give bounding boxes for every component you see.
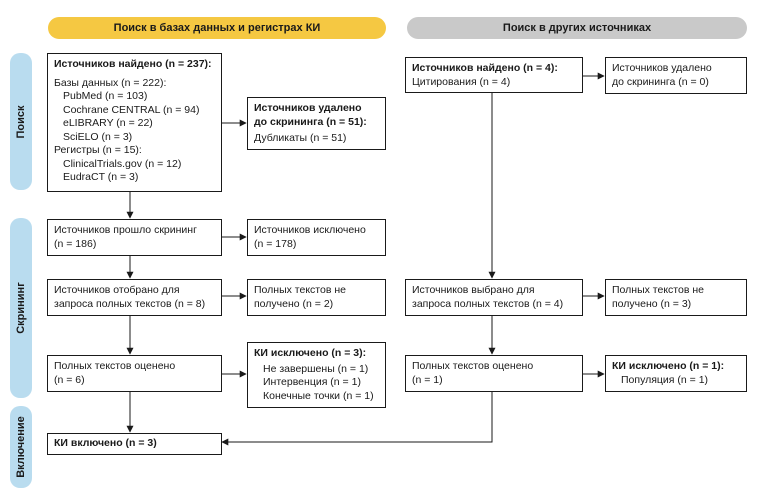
other-not-retrieved-line1: Полных текстов не [612, 284, 704, 296]
screened-line1: Источников прошло скрининг [54, 224, 197, 236]
other-search-header: Поиск в других источниках [407, 17, 747, 39]
registry-item: ClinicalTrials.gov (n = 12) [63, 157, 182, 170]
sought-line2: запроса полных текстов (n = 8) [54, 297, 206, 310]
trials-excluded-box: КИ исключено (n = 3): Не завершены (n = … [247, 342, 386, 408]
other-excluded-box: КИ исключено (n = 1): Популяция (n = 1) [605, 355, 747, 392]
duplicates-item: Дубликаты (n = 51) [254, 132, 347, 144]
db-item: Cochrane CENTRAL (n = 94) [63, 103, 200, 116]
assessed-box: Полных текстов оценено (n = 6) [47, 355, 222, 392]
other-sought-line1: Источников выбрано для [412, 284, 535, 296]
db-removed-box: Источников удалено до скрининга (n = 51)… [247, 97, 386, 150]
other-removed-line1: Источников удалено [612, 62, 712, 74]
db-item: SciELO (n = 3) [63, 130, 133, 143]
trials-excluded-title: КИ исключено (n = 3): [254, 347, 367, 359]
db-found-title: Источников найдено (n = 237): [54, 58, 212, 70]
screened-box: Источников прошло скрининг (n = 186) [47, 219, 222, 256]
db-search-header: Поиск в базах данных и регистрах КИ [48, 17, 386, 39]
other-sought-line2: запроса полных текстов (n = 4) [412, 297, 564, 310]
arrow-other-assessed-to-included [221, 392, 493, 446]
other-assessed-line2: (n = 1) [412, 373, 443, 386]
db-item: eLIBRARY (n = 22) [63, 117, 153, 129]
sought-box: Источников отобрано для запроса полных т… [47, 279, 222, 316]
assessed-line2: (n = 6) [54, 373, 85, 386]
citations-item: Цитирования (n = 4) [412, 75, 511, 88]
other-removed-box: Источников удалено до скрининга (n = 0) [605, 57, 747, 94]
db-item: PubMed (n = 103) [63, 90, 148, 102]
other-not-retrieved-line2: получено (n = 3) [612, 297, 692, 310]
sought-line1: Источников отобрано для [54, 284, 180, 296]
excluded-box: Источников исключено (n = 178) [247, 219, 386, 256]
excluded-line2: (n = 178) [254, 237, 297, 250]
screened-line2: (n = 186) [54, 237, 97, 250]
exclusion-reason: Интервенция (n = 1) [263, 376, 361, 388]
db-removed-title-line2: до скрининга (n = 51): [254, 115, 367, 128]
exclusion-reason: Конечные точки (n = 1) [263, 389, 374, 402]
other-not-retrieved-box: Полных текстов не получено (n = 3) [605, 279, 747, 316]
registry-item: EudraCT (n = 3) [63, 171, 139, 183]
not-retrieved-box: Полных текстов не получено (n = 2) [247, 279, 386, 316]
included-title: КИ включено (n = 3) [54, 437, 157, 449]
other-assessed-box: Полных текстов оценено (n = 1) [405, 355, 583, 392]
registries-label: Регистры (n = 15): [54, 144, 142, 156]
exclusion-reason: Не завершены (n = 1) [263, 362, 369, 375]
other-found-title: Источников найдено (n = 4): [412, 62, 558, 74]
other-removed-line2: до скрининга (n = 0) [612, 75, 709, 88]
phase-screening: Скрининг [10, 218, 32, 398]
db-records-found-box: Источников найдено (n = 237): Базы данны… [47, 53, 222, 192]
other-assessed-line1: Полных текстов оценено [412, 360, 534, 372]
db-removed-title-line1: Источников удалено [254, 102, 362, 114]
other-sought-box: Источников выбрано для запроса полных те… [405, 279, 583, 316]
included-box: КИ включено (n = 3) [47, 433, 222, 455]
phase-inclusion: Включение [10, 406, 32, 488]
not-retrieved-line1: Полных текстов не [254, 284, 346, 296]
assessed-line1: Полных текстов оценено [54, 360, 176, 372]
excluded-line1: Источников исключено [254, 224, 366, 236]
other-excluded-title: КИ исключено (n = 1): [612, 360, 725, 372]
databases-label: Базы данных (n = 222): [54, 76, 167, 89]
other-exclusion-reason: Популяция (n = 1) [621, 373, 709, 386]
not-retrieved-line2: получено (n = 2) [254, 297, 334, 310]
other-found-box: Источников найдено (n = 4): Цитирования … [405, 57, 583, 93]
phase-search: Поиск [10, 53, 32, 190]
